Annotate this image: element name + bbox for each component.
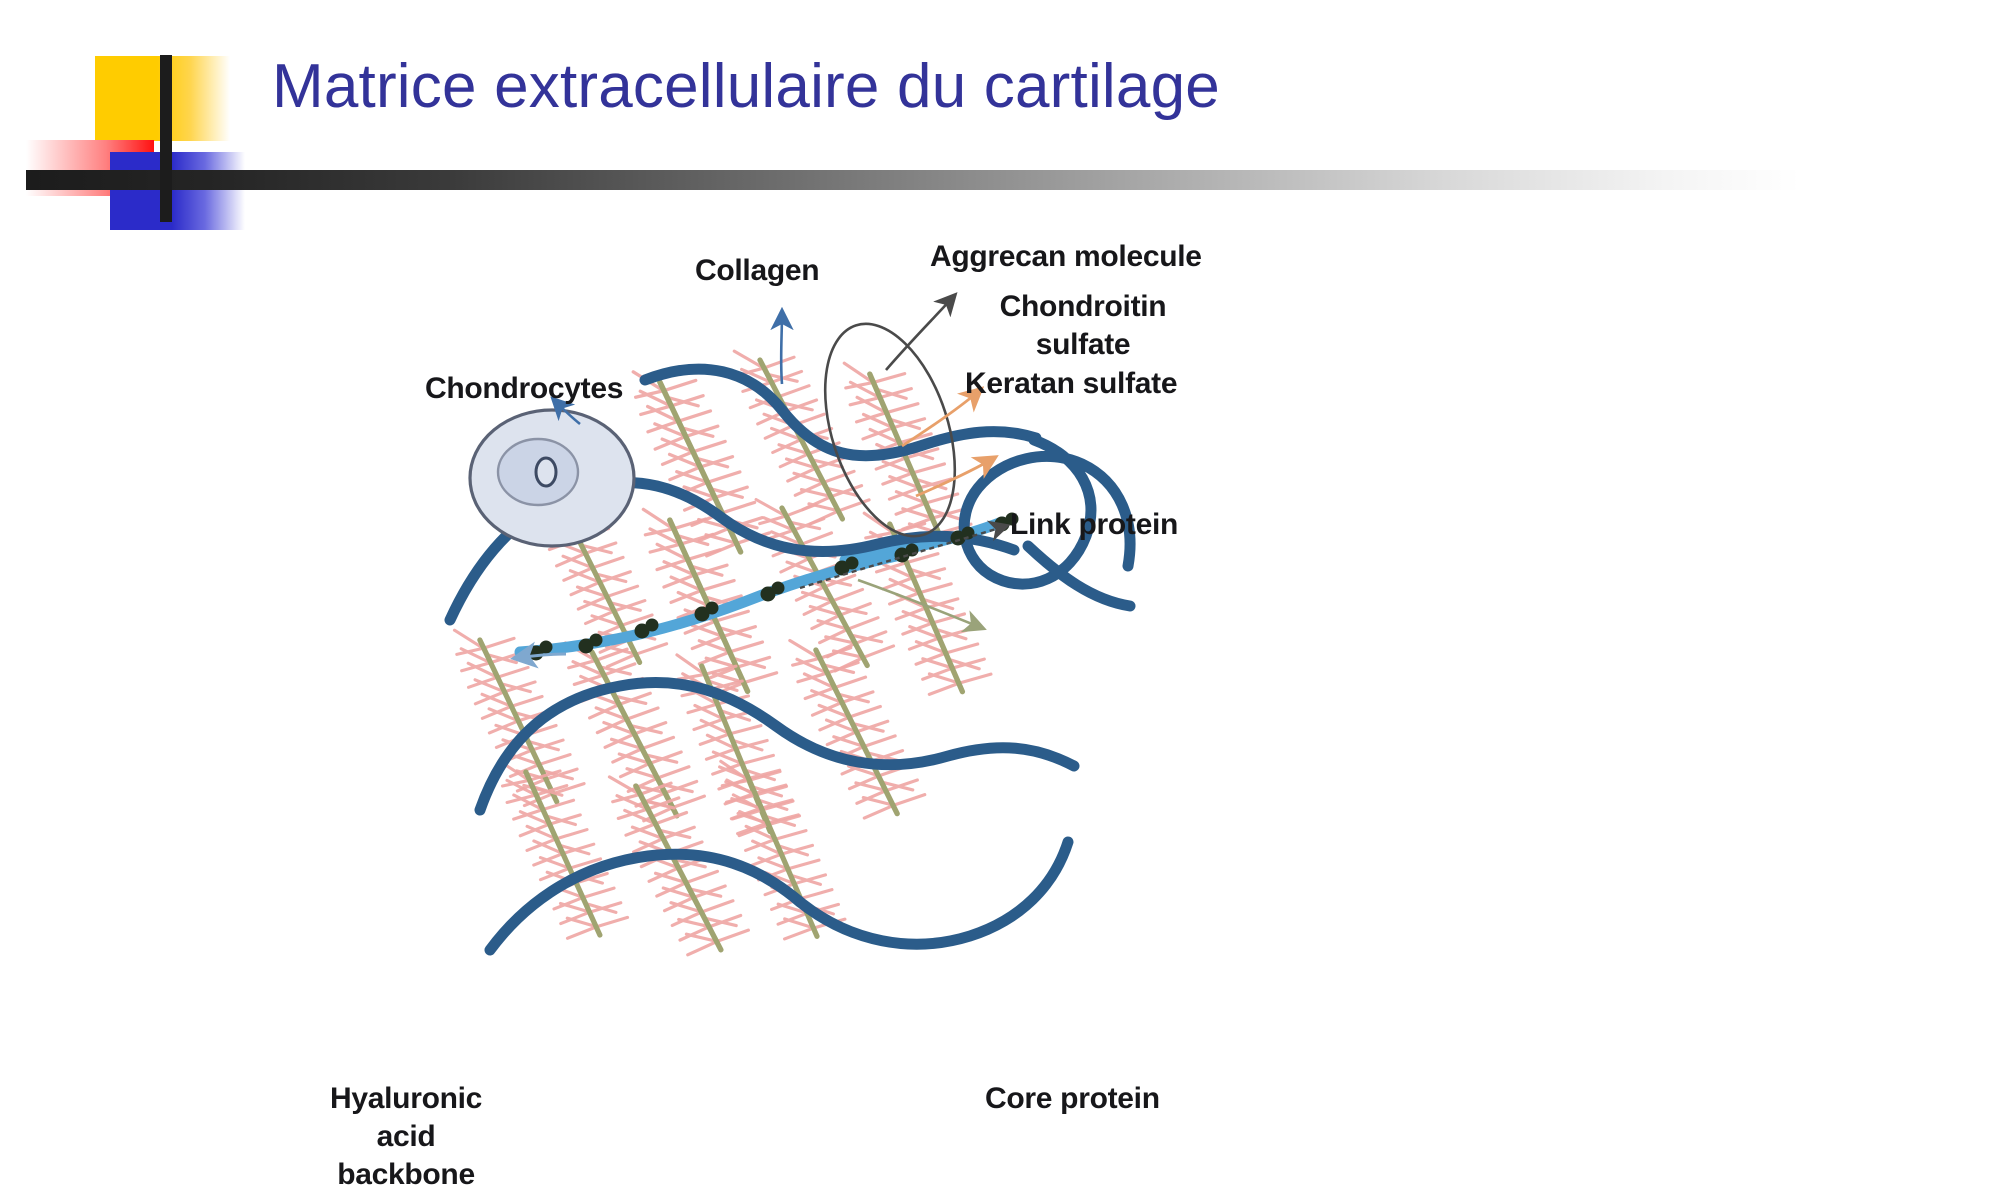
label-link-protein: Link protein (1010, 508, 1179, 541)
vertical-black-bar (160, 55, 172, 222)
yellow-solid-block (95, 56, 157, 141)
label-chondroitin-sulfate: Chondroitin sulfate (999, 290, 1167, 361)
blue-gradient-block (110, 152, 245, 230)
hyaluronic-arrow (510, 641, 567, 669)
cartilage-ecm-diagram: Collagen Aggrecan molecule Chondroitin s… (330, 240, 1630, 1191)
core-protein-arrow (857, 578, 987, 633)
label-hyaluronic-acid-backbone: Hyaluronic acid backbone (330, 1082, 483, 1191)
label-aggrecan-molecule: Aggrecan molecule (930, 240, 1202, 273)
keratan-arrow (915, 455, 999, 498)
label-collagen: Collagen (695, 254, 820, 287)
label-chondrocytes: Chondrocytes (425, 372, 624, 405)
label-keratan-sulfate: Keratan sulfate (965, 367, 1178, 400)
label-core-protein: Core protein (985, 1082, 1160, 1115)
page-title: Matrice extracellulaire du cartilage (272, 52, 1220, 121)
chondroitin-arrow (901, 386, 985, 448)
chondrocytes-arrow (550, 396, 581, 426)
horizontal-gradient-bar (26, 170, 1800, 190)
leader-arrow-group (510, 292, 1011, 669)
chondrocyte-cell (468, 408, 636, 548)
diagram-svg (330, 292, 1136, 1080)
aggrecan-highlight-ellipse (823, 322, 957, 538)
collagen-arrow (770, 306, 794, 385)
aggrecan-arrow (885, 292, 958, 371)
header-decoration (0, 0, 2000, 230)
